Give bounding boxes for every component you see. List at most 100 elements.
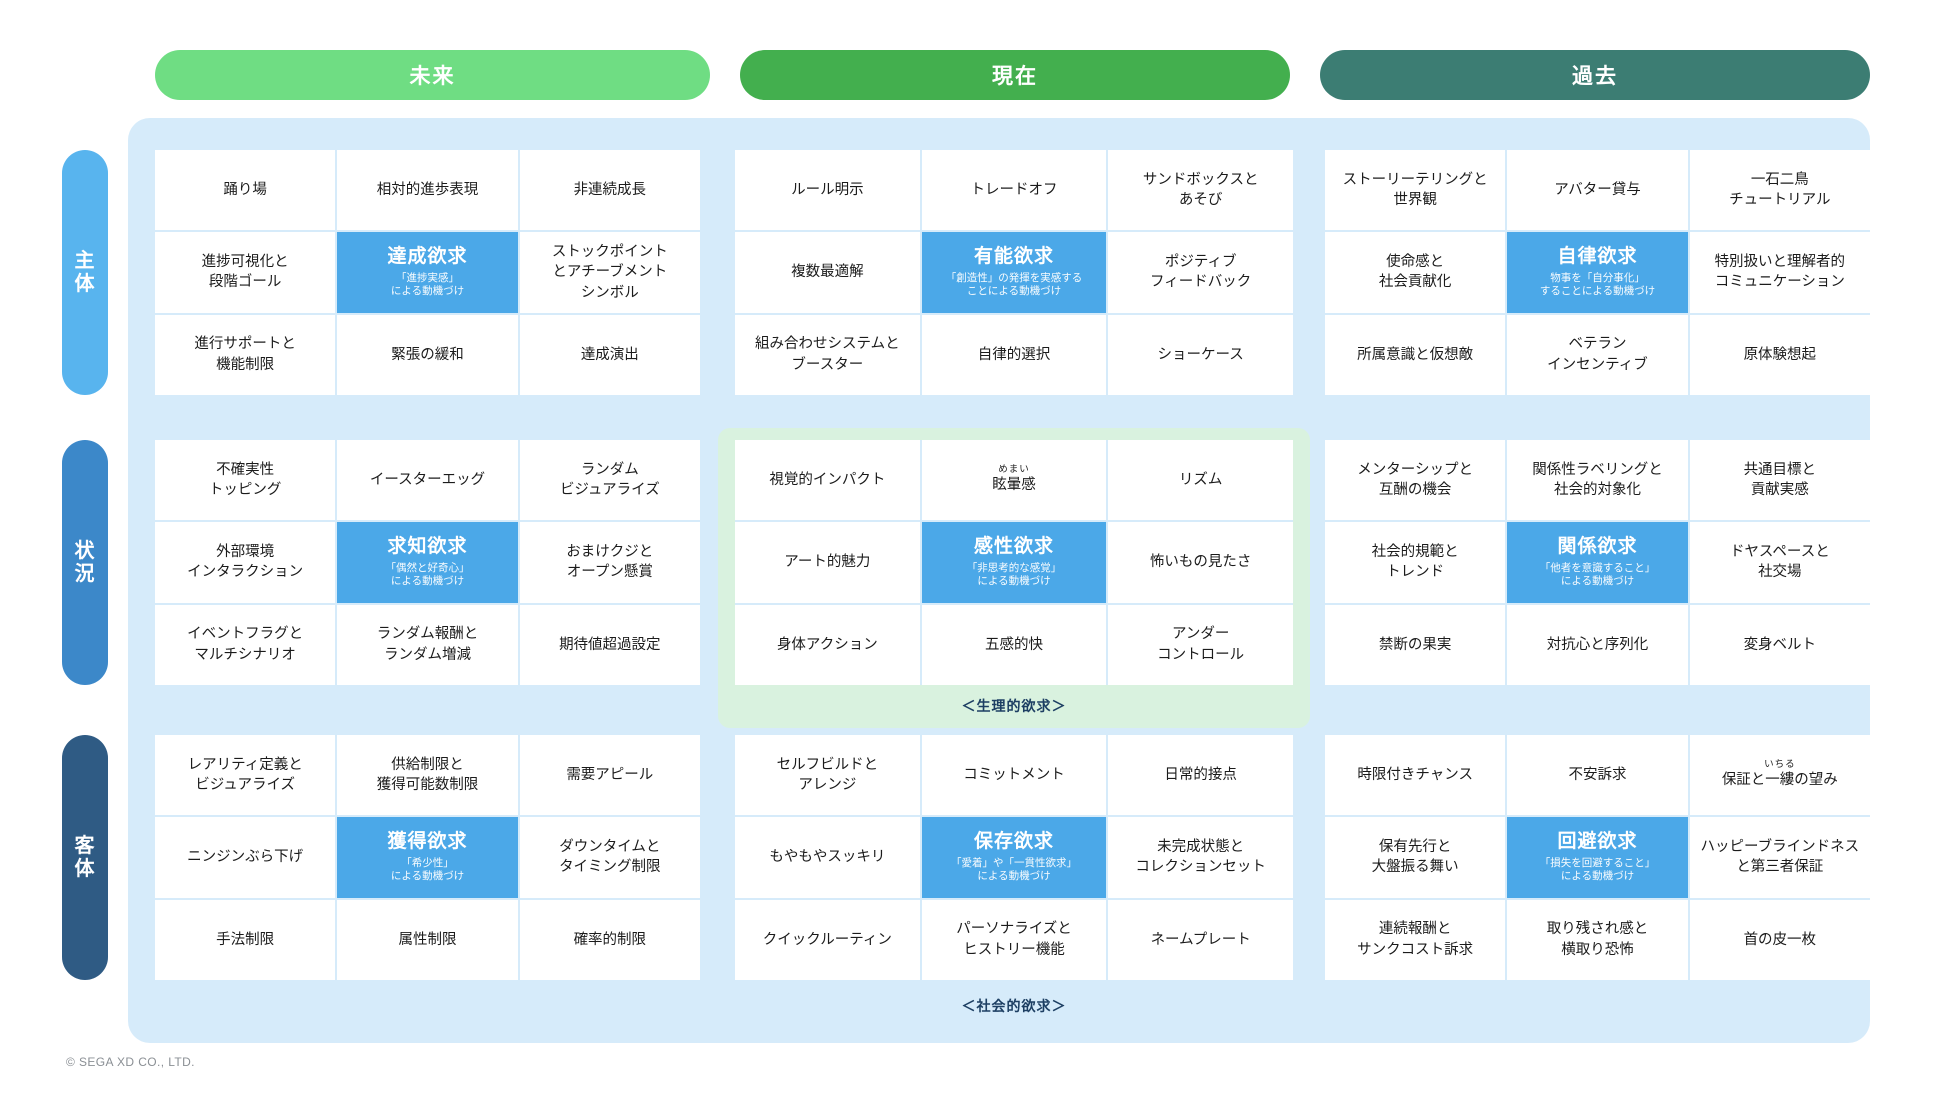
matrix-cell[interactable]: ショーケース: [1108, 314, 1293, 395]
matrix-cell-label: 日常的接点: [1164, 766, 1237, 783]
row-label-situation[interactable]: 状 況: [62, 440, 108, 685]
matrix-cell[interactable]: 一石二鳥 チュートリアル: [1689, 150, 1870, 231]
matrix-cell[interactable]: 踊り場: [155, 150, 336, 231]
matrix-cell[interactable]: 外部環境 インタラクション: [155, 522, 336, 603]
matrix-cell[interactable]: ダウンタイムと タイミング制限: [519, 817, 700, 898]
row-label-subject[interactable]: 主 体: [62, 150, 108, 395]
matrix-cell[interactable]: 変身ベルト: [1689, 604, 1870, 685]
matrix-cell[interactable]: ベテラン インセンティブ: [1507, 314, 1688, 395]
matrix-cell[interactable]: もやもやスッキリ: [735, 817, 920, 898]
matrix-cell[interactable]: 社会的規範と トレンド: [1325, 522, 1506, 603]
matrix-cell[interactable]: 進捗可視化と 段階ゴール: [155, 232, 336, 313]
matrix-cell[interactable]: イースターエッグ: [337, 440, 518, 521]
matrix-cell[interactable]: ランダム ビジュアライズ: [519, 440, 700, 521]
matrix-cell-highlighted[interactable]: 自律欲求物事を「自分事化」 することによる動機づけ: [1507, 232, 1688, 313]
matrix-cell[interactable]: 身体アクション: [735, 604, 920, 685]
matrix-cell[interactable]: 関係性ラベリングと 社会的対象化: [1507, 440, 1688, 521]
matrix-cell[interactable]: ルール明示: [735, 150, 920, 231]
matrix-cell[interactable]: ドヤスペースと 社交場: [1689, 522, 1870, 603]
matrix-cell[interactable]: ストックポイント とアチーブメント シンボル: [519, 232, 700, 313]
matrix-cell-label: メンターシップと 互酬の機会: [1357, 461, 1474, 499]
block-object-future: レアリティ定義と ビジュアライズ供給制限と 獲得可能数制限需要アピールニンジンぶ…: [155, 735, 700, 980]
matrix-cell-label: ストックポイント とアチーブメント シンボル: [551, 243, 668, 301]
matrix-cell[interactable]: 共通目標と 貢献実感: [1689, 440, 1870, 521]
matrix-cell[interactable]: サンドボックスと あそび: [1108, 150, 1293, 231]
matrix-cell[interactable]: 進行サポートと 機能制限: [155, 314, 336, 395]
matrix-cell-title: 回避欲求: [1557, 830, 1638, 852]
matrix-cell[interactable]: 日常的接点: [1108, 735, 1293, 816]
matrix-cell[interactable]: 原体験想起: [1689, 314, 1870, 395]
row-label-object[interactable]: 客 体: [62, 735, 108, 980]
matrix-cell[interactable]: セルフビルドと アレンジ: [735, 735, 920, 816]
matrix-cell[interactable]: アバター貸与: [1507, 150, 1688, 231]
matrix-cell-highlighted[interactable]: 関係欲求「他者を意識すること」 による動機づけ: [1507, 522, 1688, 603]
matrix-cell[interactable]: ネームプレート: [1108, 899, 1293, 980]
matrix-cell-title: 感性欲求: [973, 535, 1054, 557]
matrix-cell-highlighted[interactable]: 保存欲求「愛着」や「一貫性欲求」 による動機づけ: [921, 817, 1107, 898]
matrix-cell[interactable]: 不安訴求: [1507, 735, 1688, 816]
matrix-cell-highlighted[interactable]: 達成欲求「進捗実感」 による動機づけ: [337, 232, 518, 313]
matrix-cell[interactable]: メンターシップと 互酬の機会: [1325, 440, 1506, 521]
matrix-cell[interactable]: 所属意識と仮想敵: [1325, 314, 1506, 395]
matrix-cell[interactable]: 保有先行と 大盤振る舞い: [1325, 817, 1506, 898]
matrix-cell-highlighted[interactable]: 獲得欲求「希少性」 による動機づけ: [337, 817, 518, 898]
matrix-cell[interactable]: 確率的制限: [519, 899, 700, 980]
matrix-cell[interactable]: 属性制限: [337, 899, 518, 980]
matrix-cell[interactable]: 首の皮一枚: [1689, 899, 1870, 980]
matrix-cell[interactable]: 五感的快: [921, 604, 1107, 685]
matrix-cell[interactable]: イベントフラグと マルチシナリオ: [155, 604, 336, 685]
matrix-cell-highlighted[interactable]: 求知欲求「偶然と好奇心」 による動機づけ: [337, 522, 518, 603]
matrix-cell[interactable]: ランダム報酬と ランダム増減: [337, 604, 518, 685]
matrix-cell[interactable]: コミットメント: [921, 735, 1107, 816]
matrix-cell[interactable]: 供給制限と 獲得可能数制限: [337, 735, 518, 816]
matrix-cell-highlighted[interactable]: 有能欲求「創造性」の発揮を実感する ことによる動機づけ: [921, 232, 1107, 313]
matrix-cell-label: 禁断の果実: [1378, 636, 1452, 653]
column-header-past[interactable]: 過去: [1320, 50, 1870, 100]
matrix-cell[interactable]: 時限付きチャンス: [1325, 735, 1506, 816]
row-label-object-line2: 体: [74, 857, 96, 880]
matrix-cell[interactable]: トレードオフ: [921, 150, 1107, 231]
matrix-cell[interactable]: 期待値超過設定: [519, 604, 700, 685]
matrix-cell[interactable]: 相対的進歩表現: [337, 150, 518, 231]
matrix-cell[interactable]: 手法制限: [155, 899, 336, 980]
matrix-cell[interactable]: 組み合わせシステムと ブースター: [735, 314, 920, 395]
matrix-cell[interactable]: 怖いもの見たさ: [1108, 522, 1293, 603]
matrix-cell-subtitle: 物事を「自分事化」 することによる動機づけ: [1539, 271, 1656, 298]
matrix-cell[interactable]: 達成演出: [519, 314, 700, 395]
matrix-cell-label: 五感的快: [984, 636, 1043, 653]
matrix-cell[interactable]: 非連続成長: [519, 150, 700, 231]
matrix-cell[interactable]: クイックルーティン: [735, 899, 920, 980]
matrix-cell[interactable]: 緊張の緩和: [337, 314, 518, 395]
matrix-cell[interactable]: パーソナライズと ヒストリー機能: [921, 899, 1107, 980]
matrix-cell[interactable]: 複数最適解: [735, 232, 920, 313]
matrix-cell-label: ダウンタイムと タイミング制限: [559, 838, 661, 876]
matrix-cell[interactable]: ストーリーテリングと 世界観: [1325, 150, 1506, 231]
matrix-cell-highlighted[interactable]: 感性欲求「非思考的な感覚」 による動機づけ: [921, 522, 1107, 603]
matrix-cell[interactable]: リズム: [1108, 440, 1293, 521]
matrix-cell[interactable]: 連続報酬と サンクコスト訴求: [1325, 899, 1506, 980]
matrix-cell[interactable]: 取り残され感と 横取り恐怖: [1507, 899, 1688, 980]
matrix-cell[interactable]: 対抗心と序列化: [1507, 604, 1688, 685]
matrix-cell[interactable]: 使命感と 社会貢献化: [1325, 232, 1506, 313]
matrix-cell[interactable]: ポジティブ フィードバック: [1108, 232, 1293, 313]
matrix-cell[interactable]: アート的魅力: [735, 522, 920, 603]
column-header-present[interactable]: 現在: [740, 50, 1290, 100]
matrix-cell[interactable]: いちる保証と一縷の望み: [1689, 735, 1870, 816]
row-label-subject-line1: 主: [74, 249, 96, 272]
matrix-cell[interactable]: 特別扱いと理解者的 コミュニケーション: [1689, 232, 1870, 313]
column-header-future[interactable]: 未来: [155, 50, 710, 100]
matrix-cell[interactable]: レアリティ定義と ビジュアライズ: [155, 735, 336, 816]
matrix-cell[interactable]: めまい眩暈感: [921, 440, 1107, 521]
matrix-cell[interactable]: おまけクジと オープン懸賞: [519, 522, 700, 603]
matrix-cell[interactable]: ニンジンぶら下げ: [155, 817, 336, 898]
matrix-cell[interactable]: 需要アピール: [519, 735, 700, 816]
matrix-cell[interactable]: アンダー コントロール: [1108, 604, 1293, 685]
matrix-cell-highlighted[interactable]: 回避欲求「損失を回避すること」 による動機づけ: [1507, 817, 1688, 898]
matrix-cell[interactable]: 未完成状態と コレクションセット: [1108, 817, 1293, 898]
matrix-cell[interactable]: ハッピーブラインドネス と第三者保証: [1689, 817, 1870, 898]
matrix-cell-label: 手法制限: [216, 931, 275, 948]
matrix-cell[interactable]: 自律的選択: [921, 314, 1107, 395]
matrix-cell[interactable]: 視覚的インパクト: [735, 440, 920, 521]
matrix-cell[interactable]: 不確実性 トッピング: [155, 440, 336, 521]
matrix-cell[interactable]: 禁断の果実: [1325, 604, 1506, 685]
